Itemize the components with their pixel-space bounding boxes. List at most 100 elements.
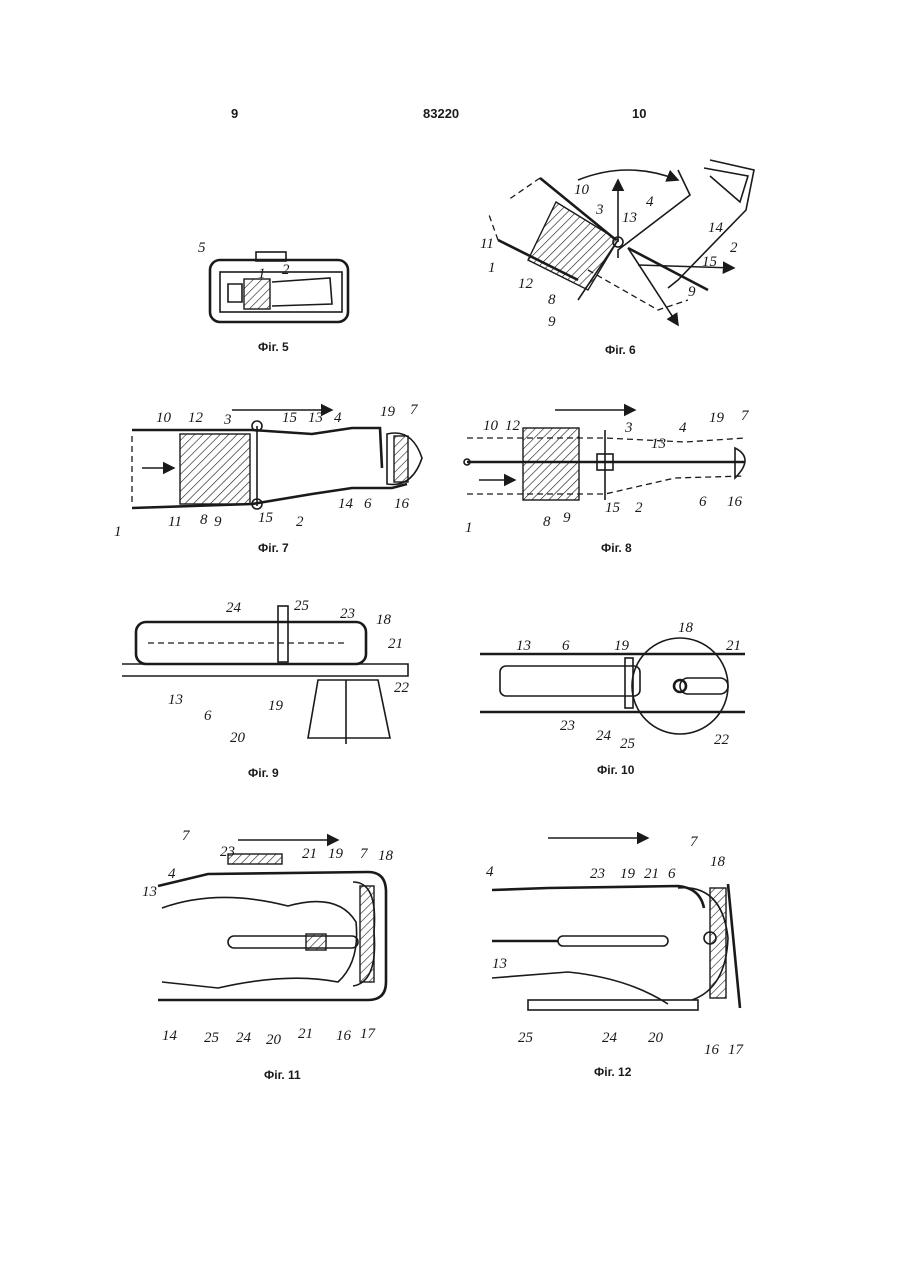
fig7-label: 8 bbox=[200, 512, 208, 528]
fig12-label: 24 bbox=[602, 1030, 618, 1046]
caption-fig-5: Фіг. 5 bbox=[258, 340, 289, 354]
fig6-label: 9 bbox=[548, 314, 556, 330]
fig7-label: 12 bbox=[188, 410, 204, 426]
fig11-label: 16 bbox=[336, 1028, 352, 1044]
fig7-label: 7 bbox=[410, 402, 419, 418]
fig12-label: 21 bbox=[644, 866, 659, 882]
figure-6: 10 11 1 12 3 4 13 14 2 15 9 8 9 bbox=[478, 140, 768, 340]
fig6-label: 14 bbox=[708, 220, 724, 236]
figure-10: 13 6 19 18 21 23 24 25 22 bbox=[470, 612, 760, 757]
fig11-label: 25 bbox=[204, 1030, 220, 1046]
fig7-label: 6 bbox=[364, 496, 372, 512]
fig7-label: 16 bbox=[394, 496, 410, 512]
fig7-label: 3 bbox=[223, 412, 232, 428]
caption-fig-9: Фіг. 9 bbox=[248, 766, 279, 780]
fig9-label: 24 bbox=[226, 600, 242, 616]
fig11-label: 21 bbox=[302, 846, 317, 862]
fig9-label: 21 bbox=[388, 636, 403, 652]
figure-8: 10 12 3 13 4 19 7 1 8 9 15 2 6 16 bbox=[455, 398, 780, 538]
fig8-label: 10 bbox=[483, 418, 499, 434]
fig12-label: 20 bbox=[648, 1030, 664, 1046]
fig7-label: 4 bbox=[334, 410, 342, 426]
fig6-label: 10 bbox=[574, 182, 590, 198]
fig7-label: 14 bbox=[338, 496, 354, 512]
fig8-label: 19 bbox=[709, 410, 725, 426]
fig10-label: 21 bbox=[726, 638, 741, 654]
fig6-label: 9 bbox=[688, 284, 696, 300]
fig11-label: 4 bbox=[168, 866, 176, 882]
fig9-label: 19 bbox=[268, 698, 284, 714]
fig12-label: 13 bbox=[492, 956, 507, 972]
fig6-label: 13 bbox=[622, 210, 637, 226]
figure-9: 24 25 23 18 21 13 6 22 19 20 bbox=[118, 592, 418, 752]
fig12-label: 25 bbox=[518, 1030, 534, 1046]
fig6-label: 2 bbox=[730, 240, 738, 256]
fig9-label: 20 bbox=[230, 730, 246, 746]
fig9-label: 18 bbox=[376, 612, 392, 628]
fig6-label: 12 bbox=[518, 276, 534, 292]
fig7-label: 11 bbox=[168, 514, 182, 530]
figure-5: 5 1 2 bbox=[190, 232, 360, 332]
fig8-label: 13 bbox=[651, 436, 666, 452]
fig8-label: 9 bbox=[563, 510, 571, 526]
figure-9-drawing: 24 25 23 18 21 13 6 22 19 20 bbox=[118, 592, 418, 752]
figure-12: 4 23 19 21 6 7 18 13 25 24 20 16 17 bbox=[478, 828, 768, 1060]
fig12-label: 16 bbox=[704, 1042, 720, 1058]
caption-fig-11: Фіг. 11 bbox=[264, 1068, 301, 1082]
figure-8-drawing: 10 12 3 13 4 19 7 1 8 9 15 2 6 16 bbox=[455, 398, 780, 538]
fig6-label: 1 bbox=[488, 260, 496, 276]
caption-fig-12: Фіг. 12 bbox=[594, 1065, 631, 1079]
fig10-label: 19 bbox=[614, 638, 630, 654]
fig7-label: 9 bbox=[214, 514, 222, 530]
fig7-label: 13 bbox=[308, 410, 323, 426]
fig11-label: 18 bbox=[378, 848, 394, 864]
fig8-label: 4 bbox=[679, 420, 687, 436]
fig8-label: 15 bbox=[605, 500, 621, 516]
fig8-label: 2 bbox=[635, 500, 643, 516]
fig6-label: 3 bbox=[595, 202, 604, 218]
fig11-label: 19 bbox=[328, 846, 344, 862]
fig11-label: 7 bbox=[360, 846, 369, 862]
figure-10-drawing: 13 6 19 18 21 23 24 25 22 bbox=[470, 612, 760, 757]
fig5-label: 5 bbox=[198, 240, 206, 256]
fig6-label: 15 bbox=[702, 254, 718, 270]
fig10-label: 22 bbox=[714, 732, 730, 748]
fig11-label: 24 bbox=[236, 1030, 252, 1046]
figure-11: 7 23 21 19 7 18 4 13 14 25 24 20 21 16 1… bbox=[138, 822, 403, 1062]
caption-fig-6: Фіг. 6 bbox=[605, 343, 636, 357]
page-number-left: 9 bbox=[231, 106, 238, 121]
fig8-label: 1 bbox=[465, 520, 473, 536]
figure-7-drawing: 10 12 3 15 13 4 19 7 1 11 8 9 15 2 14 6 … bbox=[112, 398, 437, 538]
fig12-label: 7 bbox=[690, 834, 699, 850]
fig11-label: 13 bbox=[142, 884, 157, 900]
fig7-label: 1 bbox=[114, 524, 122, 538]
fig10-label: 18 bbox=[678, 620, 694, 636]
fig8-label: 12 bbox=[505, 418, 521, 434]
fig12-label: 19 bbox=[620, 866, 636, 882]
figure-6-drawing: 10 11 1 12 3 4 13 14 2 15 9 8 9 bbox=[478, 140, 768, 340]
fig7-label: 15 bbox=[258, 510, 274, 526]
page-number-right: 10 bbox=[632, 106, 646, 121]
fig7-label: 10 bbox=[156, 410, 172, 426]
fig11-label: 7 bbox=[182, 828, 191, 844]
fig8-label: 8 bbox=[543, 514, 551, 530]
fig10-label: 6 bbox=[562, 638, 570, 654]
fig8-label: 16 bbox=[727, 494, 743, 510]
fig5-label: 1 bbox=[258, 266, 266, 282]
figure-12-drawing: 4 23 19 21 6 7 18 13 25 24 20 16 17 bbox=[478, 828, 768, 1060]
figure-7: 10 12 3 15 13 4 19 7 1 11 8 9 15 2 14 6 … bbox=[112, 398, 437, 538]
fig10-label: 13 bbox=[516, 638, 531, 654]
fig7-label: 15 bbox=[282, 410, 298, 426]
fig7-label: 19 bbox=[380, 404, 396, 420]
fig9-label: 23 bbox=[340, 606, 355, 622]
caption-fig-10: Фіг. 10 bbox=[597, 763, 634, 777]
figure-11-drawing: 7 23 21 19 7 18 4 13 14 25 24 20 21 16 1… bbox=[138, 822, 403, 1062]
fig12-label: 4 bbox=[486, 864, 494, 880]
fig8-label: 3 bbox=[624, 420, 633, 436]
patent-number: 83220 bbox=[423, 106, 459, 121]
fig12-label: 6 bbox=[668, 866, 676, 882]
fig10-label: 23 bbox=[560, 718, 575, 734]
figure-5-drawing: 5 1 2 bbox=[190, 232, 360, 332]
fig9-label: 25 bbox=[294, 598, 310, 614]
fig8-label: 6 bbox=[699, 494, 707, 510]
